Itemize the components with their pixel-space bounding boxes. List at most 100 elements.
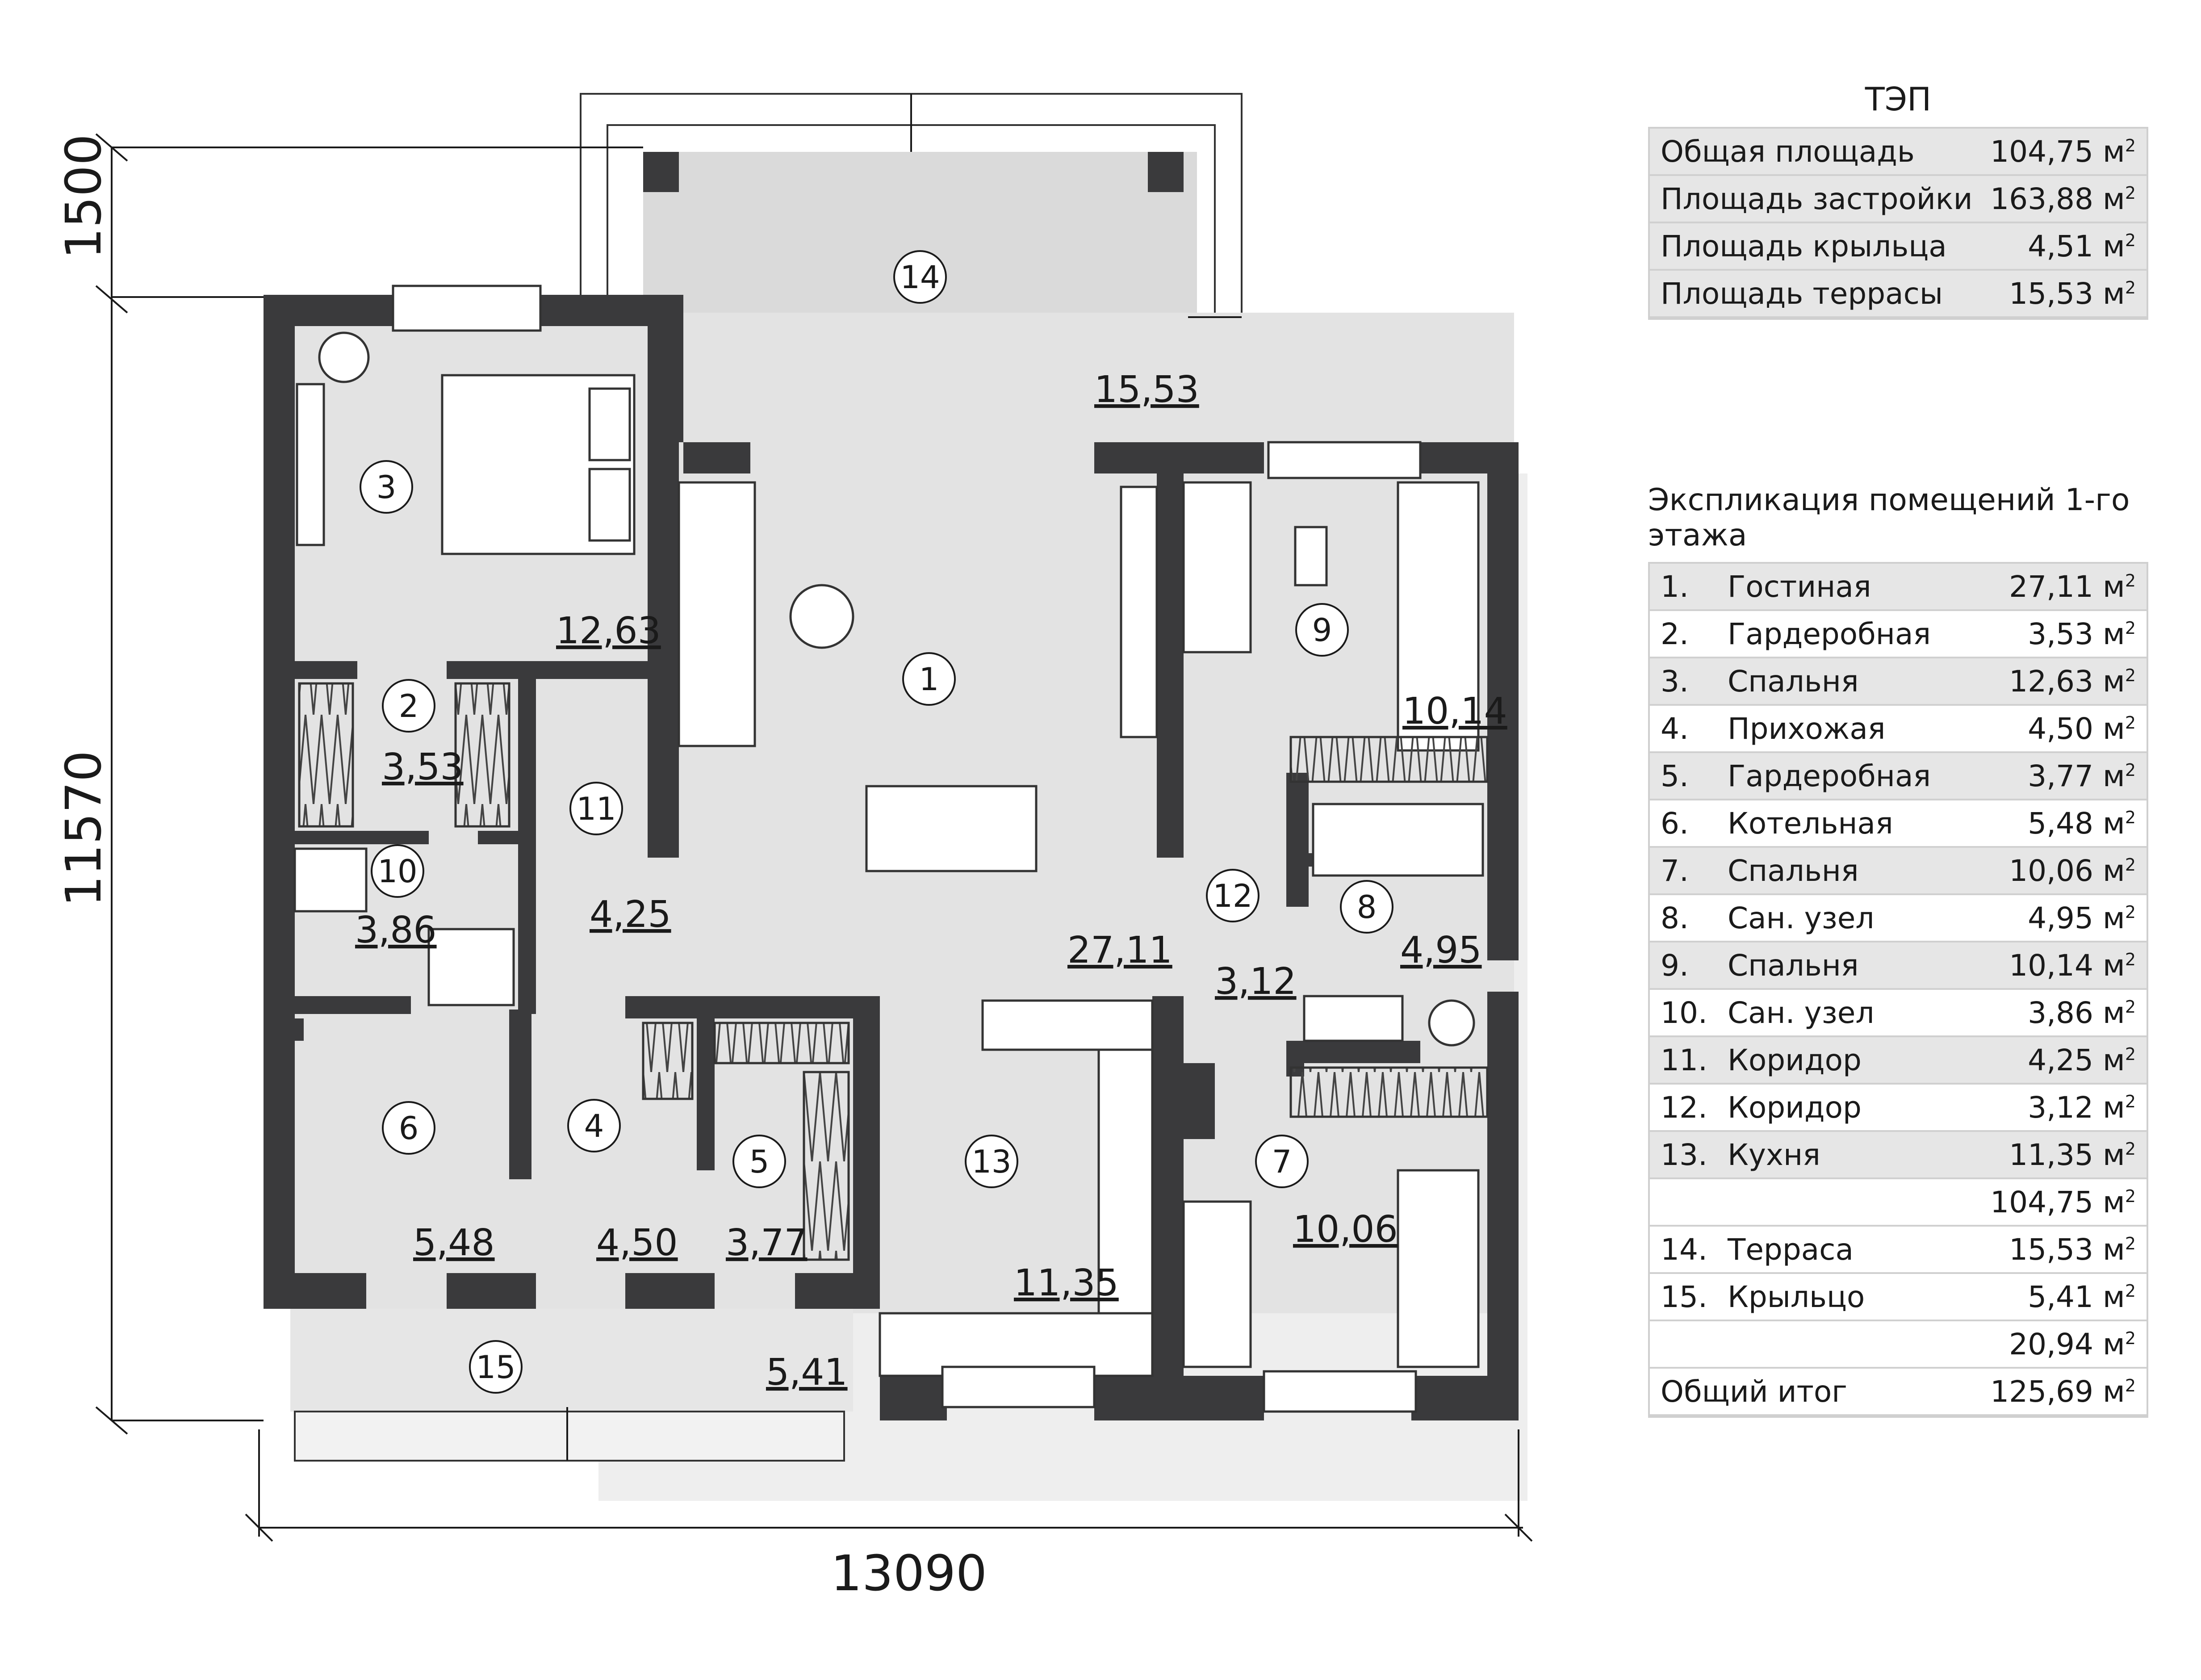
room-area-10: 3,86 (355, 909, 437, 951)
tep-row: Площадь застройки 163,88 м2 (1650, 176, 2147, 223)
room-area-8: 4,95 (1400, 929, 1482, 972)
explication-value: 10,06 м2 (2009, 853, 2136, 888)
room-number-12: 12 (1213, 878, 1252, 914)
explication-name: Кухня (1728, 1137, 1820, 1172)
explication-value: 5,41 м2 (2028, 1279, 2136, 1314)
dimension-house-depth: 11570 (55, 750, 112, 907)
room-number-4: 4 (584, 1108, 604, 1144)
tep-label: Площадь террасы (1661, 276, 1943, 311)
explication-value: 27,11 м2 (2009, 569, 2136, 604)
dimension-house-width: 13090 (831, 1545, 987, 1602)
explication-no: 12. (1661, 1090, 1707, 1125)
tep-value: 163,88 м2 (1990, 181, 2136, 216)
room-number-15: 15 (476, 1349, 515, 1386)
tep-title: ТЭП (1865, 80, 1932, 118)
room-number-10: 10 (377, 853, 417, 890)
explication-name: Коридор (1728, 1043, 1862, 1077)
explication-name: Гардеробная (1728, 616, 1931, 651)
tep-rows: Общая площадь 104,75 м2 Площадь застройк… (1648, 127, 2148, 320)
explication-value: 4,50 м2 (2028, 711, 2136, 746)
explication-value: 3,12 м2 (2028, 1090, 2136, 1125)
tep-row: Площадь крыльца 4,51 м2 (1650, 223, 2147, 271)
explication-name: Котельная (1728, 806, 1893, 841)
room-area-1: 27,11 (1067, 929, 1172, 972)
explication-row: 2. Гардеробная 3,53 м2 (1650, 611, 2147, 658)
explication-no: 9. (1661, 948, 1689, 983)
room-number-2: 2 (399, 688, 419, 725)
explication-value: 11,35 м2 (2009, 1137, 2136, 1172)
explication-no: 7. (1661, 853, 1689, 888)
floor-plan: 1500 11570 13090 1 2 3 4 5 6 7 8 9 10 11… (55, 93, 1533, 1602)
explication-row: 104,75 м2 (1650, 1179, 2147, 1227)
room-number-1: 1 (919, 661, 939, 698)
explication-name: Коридор (1728, 1090, 1862, 1125)
explication-value: 3,53 м2 (2028, 616, 2136, 651)
room-number-5: 5 (749, 1144, 770, 1180)
tep-label: Площадь крыльца (1661, 229, 1947, 264)
room-area-12: 3,12 (1215, 960, 1297, 1003)
explication-no: 5. (1661, 758, 1689, 793)
tep-label: Общая площадь (1661, 134, 1915, 169)
tep-table: ТЭП Общая площадь 104,75 м2 Площадь заст… (1648, 80, 2148, 320)
explication-value: 4,95 м2 (2028, 901, 2136, 935)
tep-value: 104,75 м2 (1990, 134, 2136, 169)
explication-no: 13. (1661, 1137, 1707, 1172)
room-number-11: 11 (576, 791, 616, 827)
room-area-7: 10,06 (1293, 1208, 1398, 1251)
tep-row: Общая площадь 104,75 м2 (1650, 129, 2147, 176)
explication-value: 15,53 м2 (2009, 1232, 2136, 1267)
explication-name: Сан. узел (1728, 995, 1875, 1030)
room-area-13: 11,35 (1014, 1262, 1119, 1304)
explication-no: 14. (1661, 1232, 1707, 1267)
explication-name: Терраса (1728, 1232, 1854, 1267)
room-numbers: 1 2 3 4 5 6 7 8 9 10 11 12 13 14 15 (377, 259, 1377, 1386)
room-number-6: 6 (399, 1110, 419, 1147)
explication-name: Сан. узел (1728, 901, 1875, 935)
room-number-14: 14 (900, 259, 940, 296)
room-number-3: 3 (377, 469, 397, 506)
explication-row: 12. Коридор 3,12 м2 (1650, 1085, 2147, 1132)
explication-name: Спальня (1728, 853, 1859, 888)
explication-row: 13. Кухня 11,35 м2 (1650, 1132, 2147, 1179)
explication-value: 3,77 м2 (2028, 758, 2136, 793)
wardrobe-hatching (298, 682, 1489, 1261)
tep-value: 15,53 м2 (2009, 276, 2136, 311)
explication-name: Прихожая (1728, 711, 1886, 746)
explication-row: 4. Прихожая 4,50 м2 (1650, 706, 2147, 753)
room-markers (360, 250, 1393, 1394)
explication-row: 5. Гардеробная 3,77 м2 (1650, 753, 2147, 800)
explication-value: 125,69 м2 (1990, 1374, 2136, 1409)
explication-name: Спальня (1728, 948, 1859, 983)
room-areas: 27,11 3,53 12,63 4,50 3,77 5,48 10,06 4,… (355, 369, 1507, 1394)
explication-no: 2. (1661, 616, 1689, 651)
dimension-terrace-depth: 1500 (55, 134, 112, 259)
room-area-9: 10,14 (1402, 690, 1507, 733)
room-area-15: 5,41 (766, 1351, 848, 1394)
furniture (293, 285, 1484, 1413)
explication-no: 4. (1661, 711, 1689, 746)
room-area-11: 4,25 (590, 893, 671, 936)
room-area-4: 4,50 (596, 1222, 678, 1264)
tep-row: Площадь террасы 15,53 м2 (1650, 271, 2147, 318)
explication-name: Спальня (1728, 664, 1859, 699)
explication-name: Гардеробная (1728, 758, 1931, 793)
room-number-8: 8 (1357, 889, 1377, 926)
explication-value: 20,94 м2 (2009, 1327, 2136, 1362)
room-area-5: 3,77 (726, 1222, 808, 1264)
explication-name: Крыльцо (1728, 1279, 1865, 1314)
explication-no: 6. (1661, 806, 1689, 841)
room-area-6: 5,48 (413, 1222, 495, 1264)
explication-value: 104,75 м2 (1990, 1185, 2136, 1219)
explication-no: 3. (1661, 664, 1689, 699)
explication-row: 14. Терраса 15,53 м2 (1650, 1227, 2147, 1274)
explication-value: 3,86 м2 (2028, 995, 2136, 1030)
room-area-14: 15,53 (1094, 369, 1199, 411)
